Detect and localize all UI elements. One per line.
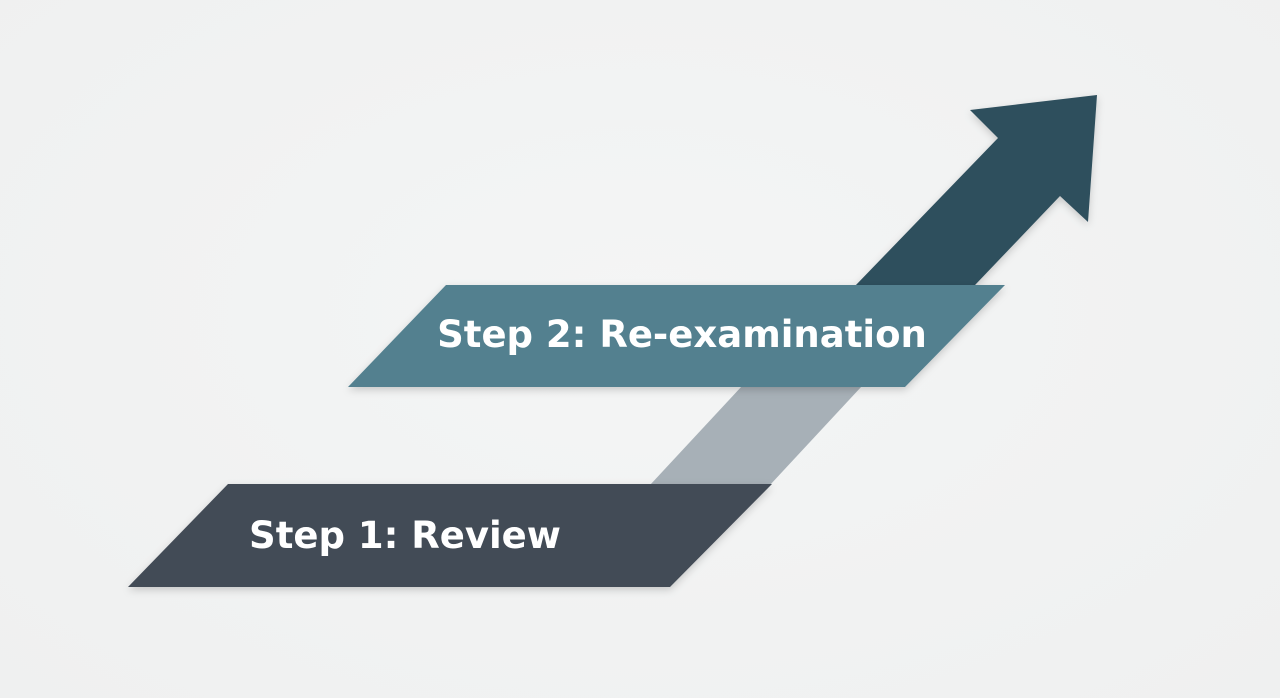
step-2-band — [348, 285, 1005, 387]
step-connector — [650, 386, 862, 485]
step-1-band — [128, 484, 772, 587]
step-1-label: Step 1: Review — [249, 514, 561, 557]
step-2-label: Step 2: Re-examination — [437, 313, 927, 356]
